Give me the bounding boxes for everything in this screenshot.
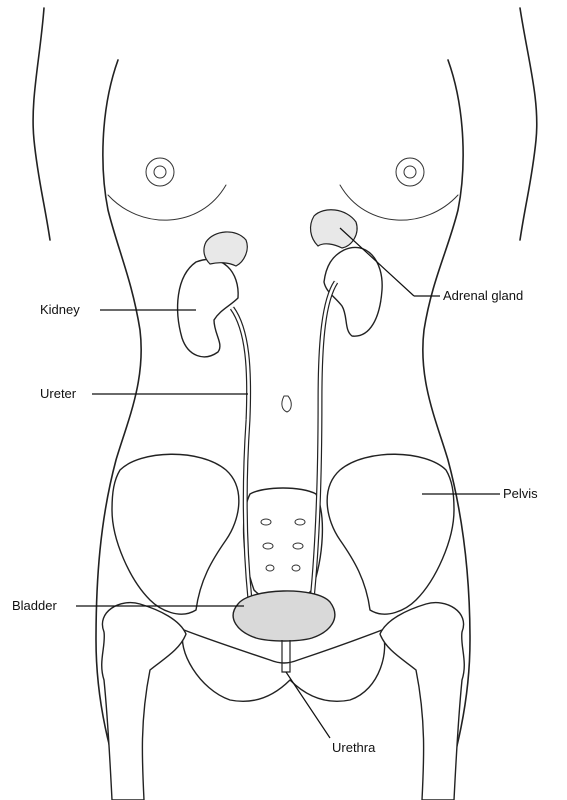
right-breast — [340, 185, 458, 220]
left-ilium — [112, 454, 239, 614]
right-ilium — [327, 454, 454, 614]
left-arm-outline — [33, 8, 50, 240]
right-adrenal-gland — [311, 210, 358, 248]
urethra-label: Urethra — [332, 740, 376, 755]
bladder-label: Bladder — [12, 598, 57, 613]
sacrum — [244, 488, 323, 601]
right-nipple — [396, 158, 424, 186]
left-breast — [108, 185, 226, 220]
right-arm-outline — [520, 8, 537, 240]
bladder — [233, 591, 335, 641]
ureter-label: Ureter — [40, 386, 77, 401]
left-nipple — [146, 158, 174, 186]
adrenal-gland-label: Adrenal gland — [443, 288, 523, 303]
left-femur — [102, 603, 186, 800]
left-nipple-center — [154, 166, 166, 178]
kidney-label: Kidney — [40, 302, 80, 317]
navel — [282, 396, 291, 412]
right-nipple-center — [404, 166, 416, 178]
right-femur — [380, 603, 464, 800]
left-adrenal-gland — [204, 232, 247, 266]
pelvis-label: Pelvis — [503, 486, 538, 501]
left-ureter-inner — [232, 308, 250, 600]
left-kidney — [178, 259, 239, 356]
right-ureter-inner — [312, 282, 336, 600]
